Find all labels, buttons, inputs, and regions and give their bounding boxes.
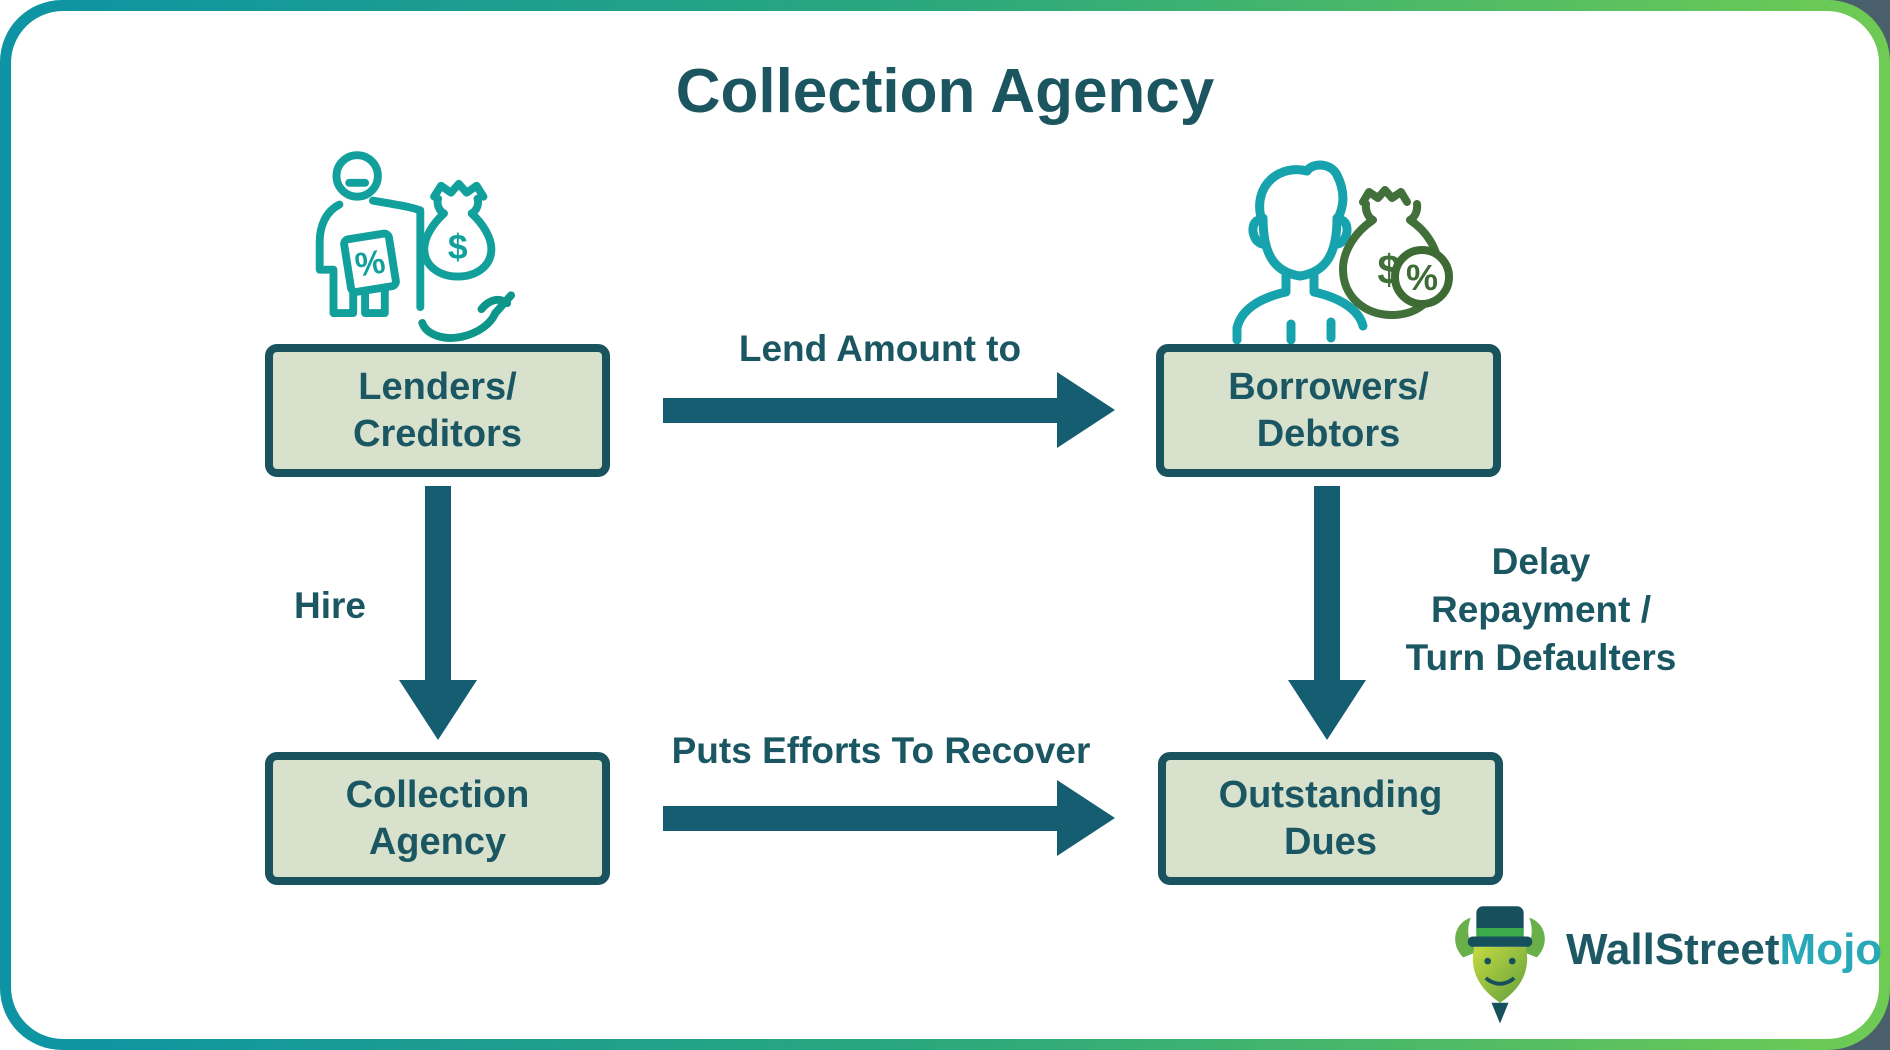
money-bag-icon: $ xyxy=(420,179,496,281)
arrow-delay-head-icon xyxy=(1288,680,1366,740)
node-label-line: Creditors xyxy=(353,412,522,455)
node-label-line: Outstanding xyxy=(1218,774,1443,817)
node-label-line: Collection xyxy=(345,774,530,817)
bull-face xyxy=(1472,946,1528,1003)
node-collection-agency: Collection Agency xyxy=(265,752,610,885)
edge-label-delay-line2: Repayment / xyxy=(1430,589,1651,630)
brand-name-accent: Mojo xyxy=(1779,925,1883,974)
bull-hat-band xyxy=(1476,928,1524,937)
node-label-line: Lenders/ xyxy=(358,366,517,409)
lender-money-icon: % $ xyxy=(315,151,516,342)
node-lenders-creditors: Lenders/ Creditors xyxy=(265,344,610,477)
edge-label-delay-line3: Turn Defaulters xyxy=(1405,637,1677,678)
svg-text:%: % xyxy=(353,243,388,284)
edge-label-delay: Delay Repayment / Turn Defaulters xyxy=(1380,538,1702,682)
arrow-recover-head-icon xyxy=(1057,780,1115,856)
bull-right-horn xyxy=(1521,917,1545,958)
edge-label-lend: Lend Amount to xyxy=(738,328,1022,369)
node-outstanding-dues: Outstanding Dues xyxy=(1158,752,1503,885)
bull-goatee xyxy=(1491,1002,1509,1024)
bull-hat-brim xyxy=(1467,936,1533,947)
edge-label-delay-line1: Delay xyxy=(1491,541,1591,582)
svg-text:$: $ xyxy=(448,227,468,267)
node-label-line: Agency xyxy=(368,820,507,863)
brand-logo: WallStreetMojo xyxy=(1448,898,1882,1028)
arrow-hire-head-icon xyxy=(399,680,477,740)
bull-right-eye xyxy=(1508,957,1516,965)
arrow-recover-shaft xyxy=(663,806,1057,831)
wallstreetmojo-bull-icon xyxy=(1455,906,1545,1024)
node-label-line: Dues xyxy=(1284,820,1377,863)
bull-smile xyxy=(1484,976,1516,986)
arrow-hire-shaft xyxy=(425,486,451,682)
borrower-person-icon xyxy=(1232,160,1368,345)
node-borrowers-debtors: Borrowers/ Debtors xyxy=(1156,344,1501,477)
arrow-delay-shaft xyxy=(1314,486,1340,682)
percent-circle-icon: % xyxy=(1391,246,1453,308)
open-hand-icon xyxy=(418,291,516,342)
brand-name: WallStreetMojo xyxy=(1566,925,1882,975)
edge-label-hire: Hire xyxy=(294,585,366,626)
percent-board-icon: % xyxy=(340,229,400,296)
arrow-lend-head-icon xyxy=(1057,372,1115,448)
page-title: Collection Agency xyxy=(675,57,1215,126)
bull-left-eye xyxy=(1484,957,1492,965)
arrow-lend-shaft xyxy=(663,398,1057,423)
node-label-line: Borrowers/ xyxy=(1228,366,1429,409)
lender-person-icon xyxy=(315,151,425,318)
brand-name-dark: WallStreet xyxy=(1566,925,1780,974)
node-label-line: Debtors xyxy=(1256,412,1401,455)
borrower-money-icon: $ % xyxy=(1232,160,1453,345)
edge-label-recover: Puts Efforts To Recover xyxy=(671,730,1091,771)
svg-text:%: % xyxy=(1406,257,1438,298)
bull-left-horn xyxy=(1455,917,1479,958)
